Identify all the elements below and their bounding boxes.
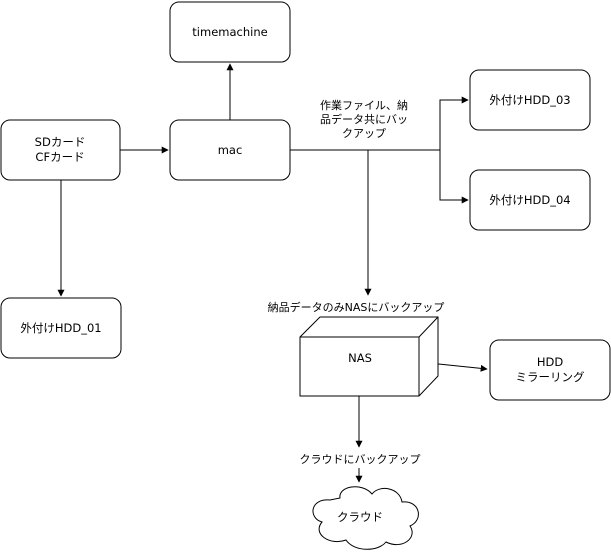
hdd-mirror-line1: HDD xyxy=(537,355,564,369)
edge-labels: 作業ファイル、納 品データ共にバッ クアップ 納品データのみNASにバックアップ… xyxy=(268,95,445,466)
hdd-mirror-line2: ミラーリング xyxy=(516,370,585,384)
node-timemachine: timemachine xyxy=(169,1,291,63)
cloud-backup-label: クラウドにバックアップ xyxy=(300,453,421,466)
node-mac: mac xyxy=(169,119,291,181)
nas-label: NAS xyxy=(348,351,372,365)
mac-backup-label-line1: 作業ファイル、納 xyxy=(320,99,408,112)
node-hdd-mirror: HDD ミラーリング xyxy=(489,339,611,401)
cloud-label: クラウド xyxy=(337,510,383,524)
node-hdd04: 外付けHDD_04 xyxy=(469,169,591,231)
timemachine-label: timemachine xyxy=(192,25,267,39)
sd-card-label: SDカード xyxy=(35,135,86,149)
hdd04-label: 外付けHDD_04 xyxy=(489,193,570,207)
edges xyxy=(57,63,488,483)
node-sd-cf-card: SDカード CFカード xyxy=(0,119,121,181)
edge-to-hdd04 xyxy=(439,150,469,204)
node-hdd03: 外付けHDD_03 xyxy=(469,69,591,131)
node-nas: NAS xyxy=(299,316,439,397)
edge-to-hdd03 xyxy=(439,96,469,150)
nas-only-label: 納品データのみNASにバックアップ xyxy=(268,300,445,314)
node-hdd01: 外付けHDD_01 xyxy=(0,297,122,359)
hdd03-label: 外付けHDD_03 xyxy=(489,93,570,107)
hdd01-label: 外付けHDD_01 xyxy=(20,321,101,335)
mac-backup-label-line2: 品データ共にバッ xyxy=(320,112,408,126)
mac-backup-label-line3: クアップ xyxy=(342,127,386,140)
mac-label: mac xyxy=(218,143,243,157)
node-cloud: クラウド xyxy=(312,486,419,550)
cf-card-label: CFカード xyxy=(35,150,84,164)
